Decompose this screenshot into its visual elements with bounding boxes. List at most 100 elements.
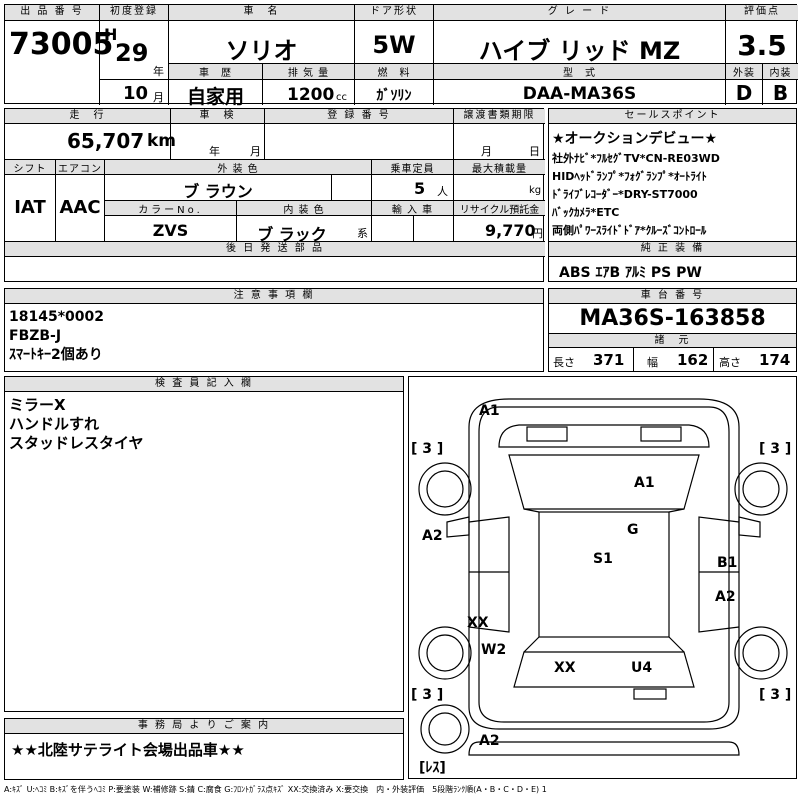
width-label: 幅 — [647, 356, 658, 369]
tire-depth: [ 3 ] — [411, 441, 443, 457]
damage-mark: A1 — [634, 475, 655, 491]
legend: A:ｷｽﾞ U:ﾍｺﾐ B:ｷｽﾞを伴うﾍｺﾐ P:要塗装 W:補修跡 S:錆 … — [4, 785, 547, 794]
sales-line: 社外ﾅﾋﾞ*ﾌﾙｾｸﾞTV*CN-RE03WD — [552, 152, 720, 165]
height: 174 — [759, 351, 791, 369]
capacity: 5 — [414, 179, 426, 198]
kg-unit: kg — [529, 185, 542, 196]
notes-label: 注 意 事 項 欄 — [5, 289, 543, 304]
int-color: ブ ラック — [257, 225, 327, 244]
tire-depth: [ 3 ] — [759, 687, 791, 703]
chassis-number: MA36S-163858 — [579, 306, 766, 331]
sales-line: HIDﾍｯﾄﾞﾗﾝﾌﾟ*ﾌｫｸﾞﾗﾝﾌﾟ*ｵｰﾄﾗｲﾄ — [552, 170, 707, 183]
color-no: ZVS — [152, 221, 189, 240]
transfer-day-unit: 日 — [529, 145, 540, 158]
km-unit: km — [147, 131, 177, 151]
inspector-box: 検 査 員 記 入 欄 ミラーX ハンドルすれ スタッドレスタイヤ — [4, 376, 404, 712]
details-table: 走 行 車 検 登 録 番 号 譲渡書類期限 65,707 km 年 月 月 日… — [4, 108, 545, 282]
reg-number-label: 登 録 番 号 — [265, 109, 453, 124]
equipment: ABS ｴｱB ｱﾙﾐ PS PW — [559, 265, 702, 281]
note-line: 18145*0002 — [9, 309, 104, 325]
import-label: 輸 入 車 — [372, 201, 453, 216]
height-label: 高さ — [719, 356, 741, 369]
int-suffix: 系 — [357, 227, 368, 240]
ext-color-label: 外 装 色 — [105, 160, 371, 175]
sales-line: ★オークションデビュー★ — [552, 131, 718, 147]
month-unit: 月 — [153, 91, 164, 104]
transfer-month-unit: 月 — [481, 145, 492, 158]
car-name: ソリオ — [225, 37, 298, 65]
note-line: ｽﾏｰﾄｷｰ2個あり — [9, 347, 103, 363]
fuel-label: 燃 料 — [355, 64, 433, 79]
exterior-grade: D — [735, 81, 753, 105]
damage-mark: XX — [554, 660, 576, 676]
door-type: 5W — [372, 31, 416, 59]
damage-mark: A2 — [479, 733, 500, 749]
office-text: ★★北陸サテライト会場出品車★★ — [11, 741, 245, 759]
sales-line: ﾄﾞﾗｲﾌﾞﾚｺｰﾀﾞｰ*DRY-ST7000 — [552, 188, 698, 201]
ext-color: ブ ラウン — [183, 182, 253, 201]
damage-diagram: A1 A1 G S1 A2 B1 A2 XX W2 XX U4 A2 [ 3 ]… — [408, 376, 797, 779]
exterior-label: 外装 — [726, 64, 762, 79]
header-table: 出 品 番 号 73005 初度登録 H 29 年 10 月 車 名 ソリオ ド… — [4, 4, 798, 108]
history: 自家用 — [186, 86, 244, 108]
score-label: 評価点 — [726, 5, 798, 21]
color-no-label: カラーNo. — [105, 201, 236, 216]
notes-box: 注 意 事 項 欄 18145*0002 FBZB-J ｽﾏｰﾄｷｰ2個あり — [4, 288, 544, 372]
era-letter: H — [104, 25, 118, 44]
fuel: ｶﾞｿﾘﾝ — [376, 88, 412, 104]
shift-label: シフト — [5, 160, 55, 175]
grade-label: グ レ ー ド — [434, 5, 725, 21]
interior-label: 内装 — [763, 64, 798, 79]
damage-mark: U4 — [631, 660, 652, 676]
inspector-line: ハンドルすれ — [9, 415, 100, 433]
equipment-label: 純 正 装 備 — [549, 242, 796, 257]
sales-line: 両側ﾊﾟﾜｰｽﾗｲﾄﾞﾄﾞｱ*ｸﾙｰｽﾞｺﾝﾄﾛｰﾙ — [552, 224, 707, 237]
lot-number: 73005 — [9, 27, 114, 62]
sales-points-label: セールスポイント — [549, 109, 796, 124]
chassis-label: 車 台 番 号 — [549, 289, 796, 304]
max-load-label: 最大積載量 — [454, 160, 545, 175]
damage-mark: W2 — [481, 642, 506, 658]
mileage: 65,707 — [67, 129, 145, 153]
note-line: FBZB-J — [9, 328, 62, 344]
tire-depth: [ 3 ] — [411, 687, 443, 703]
shift: IAT — [14, 197, 46, 218]
first-reg-label: 初度登録 — [100, 5, 168, 21]
damage-mark: B1 — [717, 555, 737, 571]
insp-year-unit: 年 — [209, 145, 220, 158]
int-color-label: 内 装 色 — [237, 201, 371, 216]
inspector-line: ミラーX — [9, 396, 66, 414]
damage-mark: A2 — [715, 589, 736, 605]
length: 371 — [593, 351, 625, 369]
history-label: 車 歴 — [169, 64, 262, 79]
displacement-label: 排 気 量 — [263, 64, 354, 79]
reg-year: 29 — [115, 39, 149, 67]
sales-points: セールスポイント ★オークションデビュー★ 社外ﾅﾋﾞ*ﾌﾙｾｸﾞTV*CN-R… — [548, 108, 797, 282]
inspector-line: スタッドレスタイヤ — [9, 434, 144, 452]
sales-line: ﾊﾞｯｸｶﾒﾗ*ETC — [552, 206, 620, 219]
damage-mark: XX — [467, 615, 489, 631]
damage-mark: A1 — [479, 403, 500, 419]
damage-mark: S1 — [593, 551, 613, 567]
spec-label: 諸 元 — [549, 334, 796, 348]
cc-unit: cc — [336, 92, 347, 103]
office-label: 事 務 局 よ り ご 案 内 — [5, 719, 403, 734]
inspector-label: 検 査 員 記 入 欄 — [5, 377, 403, 392]
lot-label: 出 品 番 号 — [5, 5, 99, 21]
insp-month-unit: 月 — [250, 145, 261, 158]
score: 3.5 — [737, 29, 787, 62]
grade: ハイブ リッド MZ — [478, 37, 681, 65]
mileage-label: 走 行 — [5, 109, 170, 124]
capacity-label: 乗車定員 — [372, 160, 453, 175]
year-unit: 年 — [153, 65, 164, 78]
yen-unit: 円 — [532, 227, 543, 240]
spare-tire: [ﾚｽ] — [419, 760, 446, 776]
damage-mark: A2 — [422, 528, 443, 544]
interior-grade: B — [772, 81, 789, 105]
width: 162 — [677, 351, 709, 369]
car-name-label: 車 名 — [169, 5, 354, 21]
later-parts-label: 後 日 発 送 部 品 — [5, 242, 545, 257]
displacement: 1200 — [287, 85, 335, 105]
damage-mark: G — [627, 522, 639, 538]
transfer-label: 譲渡書類期限 — [454, 109, 545, 124]
